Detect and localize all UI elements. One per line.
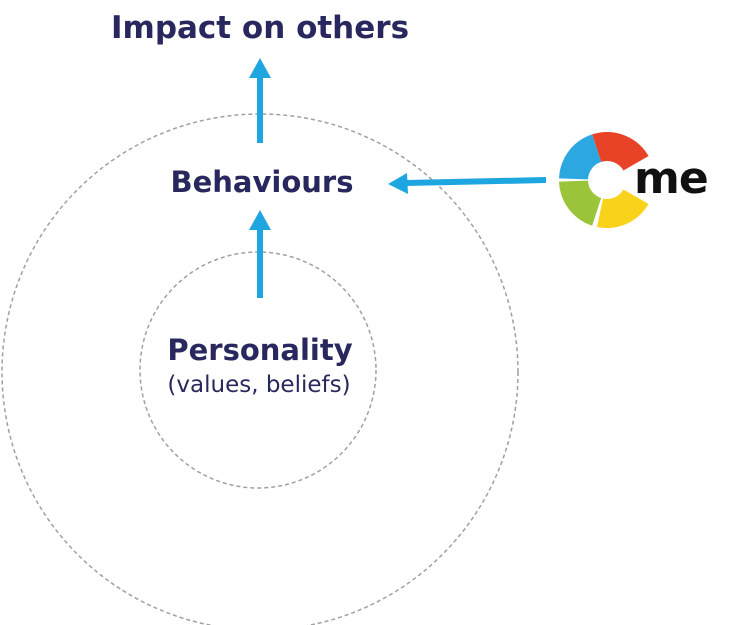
logo-ring-icon — [559, 132, 649, 228]
arrow-to-impact — [249, 58, 271, 143]
arrow-to-behaviours — [249, 210, 271, 298]
outer-circle — [1, 113, 519, 625]
arrow-from-logo — [388, 173, 547, 194]
logo-segment-red — [592, 132, 649, 171]
personality-sublabel: (values, beliefs) — [167, 372, 351, 398]
personality-label: Personality — [167, 333, 353, 367]
logo-segment-green — [559, 180, 602, 226]
logo-segment-yellow — [597, 189, 649, 228]
logo-segment-blue — [559, 134, 602, 180]
impact-label: Impact on others — [110, 10, 410, 46]
logo-text: me — [634, 153, 709, 204]
behaviours-label: Behaviours — [170, 165, 354, 199]
